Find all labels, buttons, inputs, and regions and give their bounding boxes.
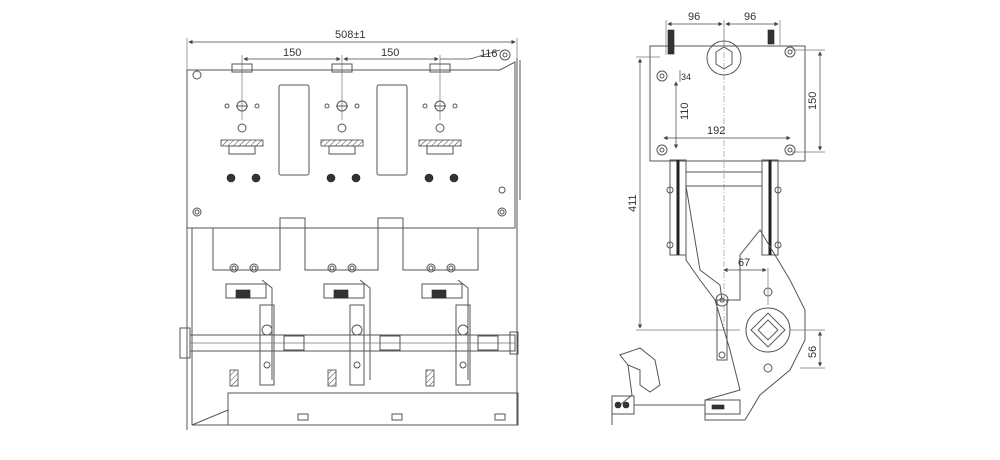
lever-body <box>685 185 806 421</box>
shaft-height-label: 56 <box>807 346 819 358</box>
pole-spacing-left-label: 150 <box>283 47 301 59</box>
slot-window-1 <box>278 84 310 176</box>
pole-1 <box>220 63 275 387</box>
mount-width-label: 192 <box>707 125 725 137</box>
pole-3 <box>418 63 471 387</box>
top-right-label: 96 <box>744 11 756 23</box>
upper-mount-block <box>649 45 806 162</box>
mount-small-label: 34 <box>681 72 691 82</box>
mount-height-label: 110 <box>679 102 691 120</box>
base-rail <box>227 392 519 426</box>
slot-window-2 <box>376 84 408 176</box>
front-view: 508±1 150 150 116 <box>179 29 521 430</box>
edge-offset-label: 116 <box>480 48 498 60</box>
hook-mechanism <box>611 347 741 425</box>
front-plate <box>186 61 516 229</box>
overall-width-label: 508±1 <box>335 29 366 41</box>
main-shaft <box>179 327 519 359</box>
pole-spacing-right-label: 150 <box>381 47 399 59</box>
top-left-label: 96 <box>688 11 700 23</box>
dimension-pole-spacing: 150 150 116 <box>241 47 501 72</box>
lower-shaft-circle <box>745 307 791 353</box>
side-view: 96 96 34 110 192 150 411 <box>611 11 825 425</box>
right-height-label: 150 <box>807 92 819 110</box>
dimension-overall-width: 508±1 <box>186 29 518 70</box>
dimension-top: 96 96 <box>665 11 781 55</box>
pole-2 <box>320 63 371 387</box>
lower-panel <box>212 217 479 271</box>
total-height-label: 411 <box>627 194 639 212</box>
shaft-offset-label: 67 <box>738 257 750 269</box>
